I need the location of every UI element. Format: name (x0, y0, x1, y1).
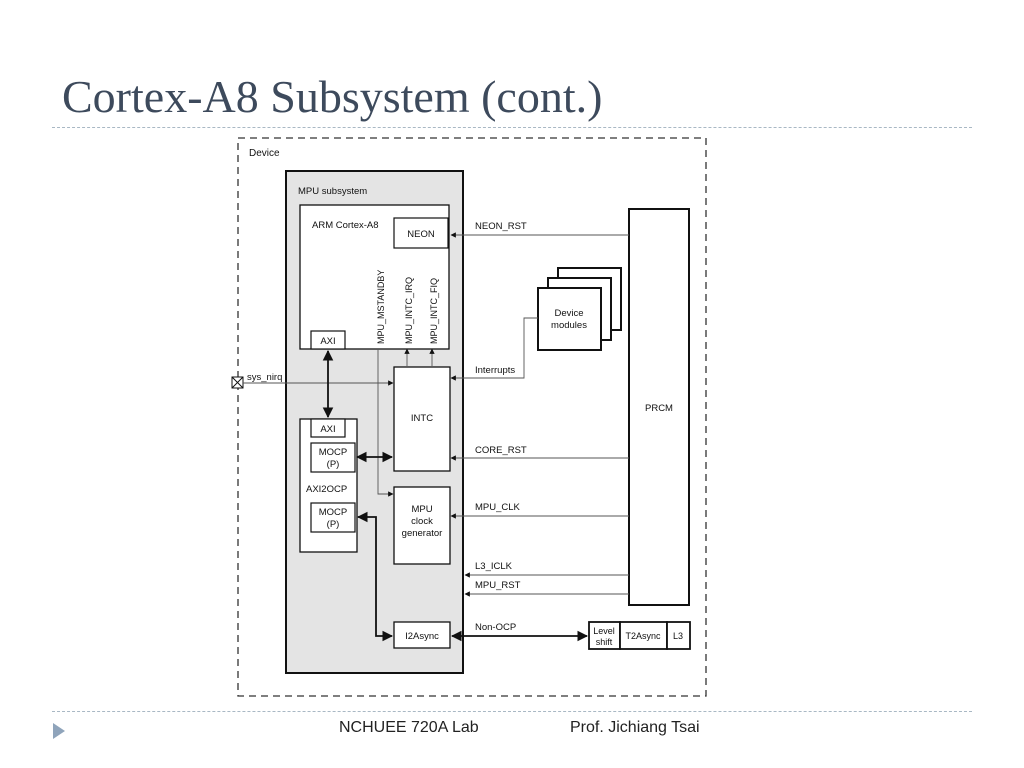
prcm-block (628, 208, 690, 606)
level-shift-line2: shift (596, 637, 613, 647)
mocp-bottom-line1: MOCP (319, 507, 348, 518)
signal-mpu-intc-irq: MPU_INTC_IRQ (404, 277, 414, 344)
level-shift-block (588, 621, 621, 650)
non-ocp-label: Non-OCP (475, 622, 516, 633)
device-label: Device (249, 148, 280, 159)
device-modules-line2: modules (551, 320, 587, 331)
mocp-i2async-link (356, 511, 394, 642)
mocp-bottom-block (310, 502, 356, 533)
l3-block (666, 621, 691, 650)
interrupts-label: Interrupts (475, 365, 515, 376)
signal-mpu-intc-fiq: MPU_INTC_FIQ (429, 278, 439, 344)
title-divider (52, 127, 972, 128)
axi-bottom-block (310, 418, 346, 438)
mpu-clk-label: MPU_CLK (475, 502, 521, 513)
mocp-top-block (310, 442, 356, 473)
axi-bottom-label: AXI (320, 424, 335, 435)
device-modules-block (537, 287, 602, 351)
neon-rst-label: NEON_RST (475, 221, 527, 232)
t2async-label: T2Async (625, 631, 661, 641)
arm-cortex-a8-label: ARM Cortex-A8 (312, 220, 379, 231)
mpu-clock-generator-block (393, 486, 451, 565)
mocp-bottom-line2: (P) (327, 519, 340, 530)
clock-gen-line2: clock (411, 516, 433, 527)
device-modules-line1: Device (554, 308, 583, 319)
mpu-subsystem-label: MPU subsystem (298, 186, 367, 197)
neon-block (393, 217, 449, 249)
axi-top-label: AXI (320, 336, 335, 347)
mstandby-line (377, 349, 394, 497)
device-boundary (237, 137, 707, 697)
triangle-right-icon (53, 723, 65, 739)
mocp-top-line2: (P) (327, 459, 340, 470)
neon-label: NEON (407, 229, 435, 240)
sys-nirq-pin-cross (231, 376, 244, 389)
interrupts-line (450, 317, 538, 381)
intc-block (393, 366, 451, 472)
intc-label: INTC (411, 413, 433, 424)
axi-top-block (310, 330, 346, 350)
i2async-label: I2Async (405, 631, 439, 642)
prcm-label: PRCM (645, 403, 673, 414)
core-rst-label: CORE_RST (475, 445, 527, 456)
clock-gen-line1: MPU (411, 504, 432, 515)
l3-iclk-label: L3_ICLK (475, 561, 513, 572)
footer-professor: Prof. Jichiang Tsai (570, 719, 700, 736)
clock-gen-line3: generator (402, 528, 443, 539)
signal-mpu-mstandby: MPU_MSTANDBY (376, 270, 386, 344)
mocp-top-line1: MOCP (319, 447, 348, 458)
l3-label: L3 (673, 631, 683, 641)
sys-nirq-label: sys_nirq (247, 372, 282, 383)
mpu-rst-label: MPU_RST (475, 580, 521, 591)
level-shift-line1: Level (593, 626, 615, 636)
axi2ocp-label: AXI2OCP (306, 484, 347, 495)
slide-title: Cortex-A8 Subsystem (cont.) (62, 71, 603, 122)
footer-divider (52, 711, 972, 712)
footer-lab: NCHUEE 720A Lab (339, 719, 479, 736)
i2async-block (393, 621, 451, 649)
